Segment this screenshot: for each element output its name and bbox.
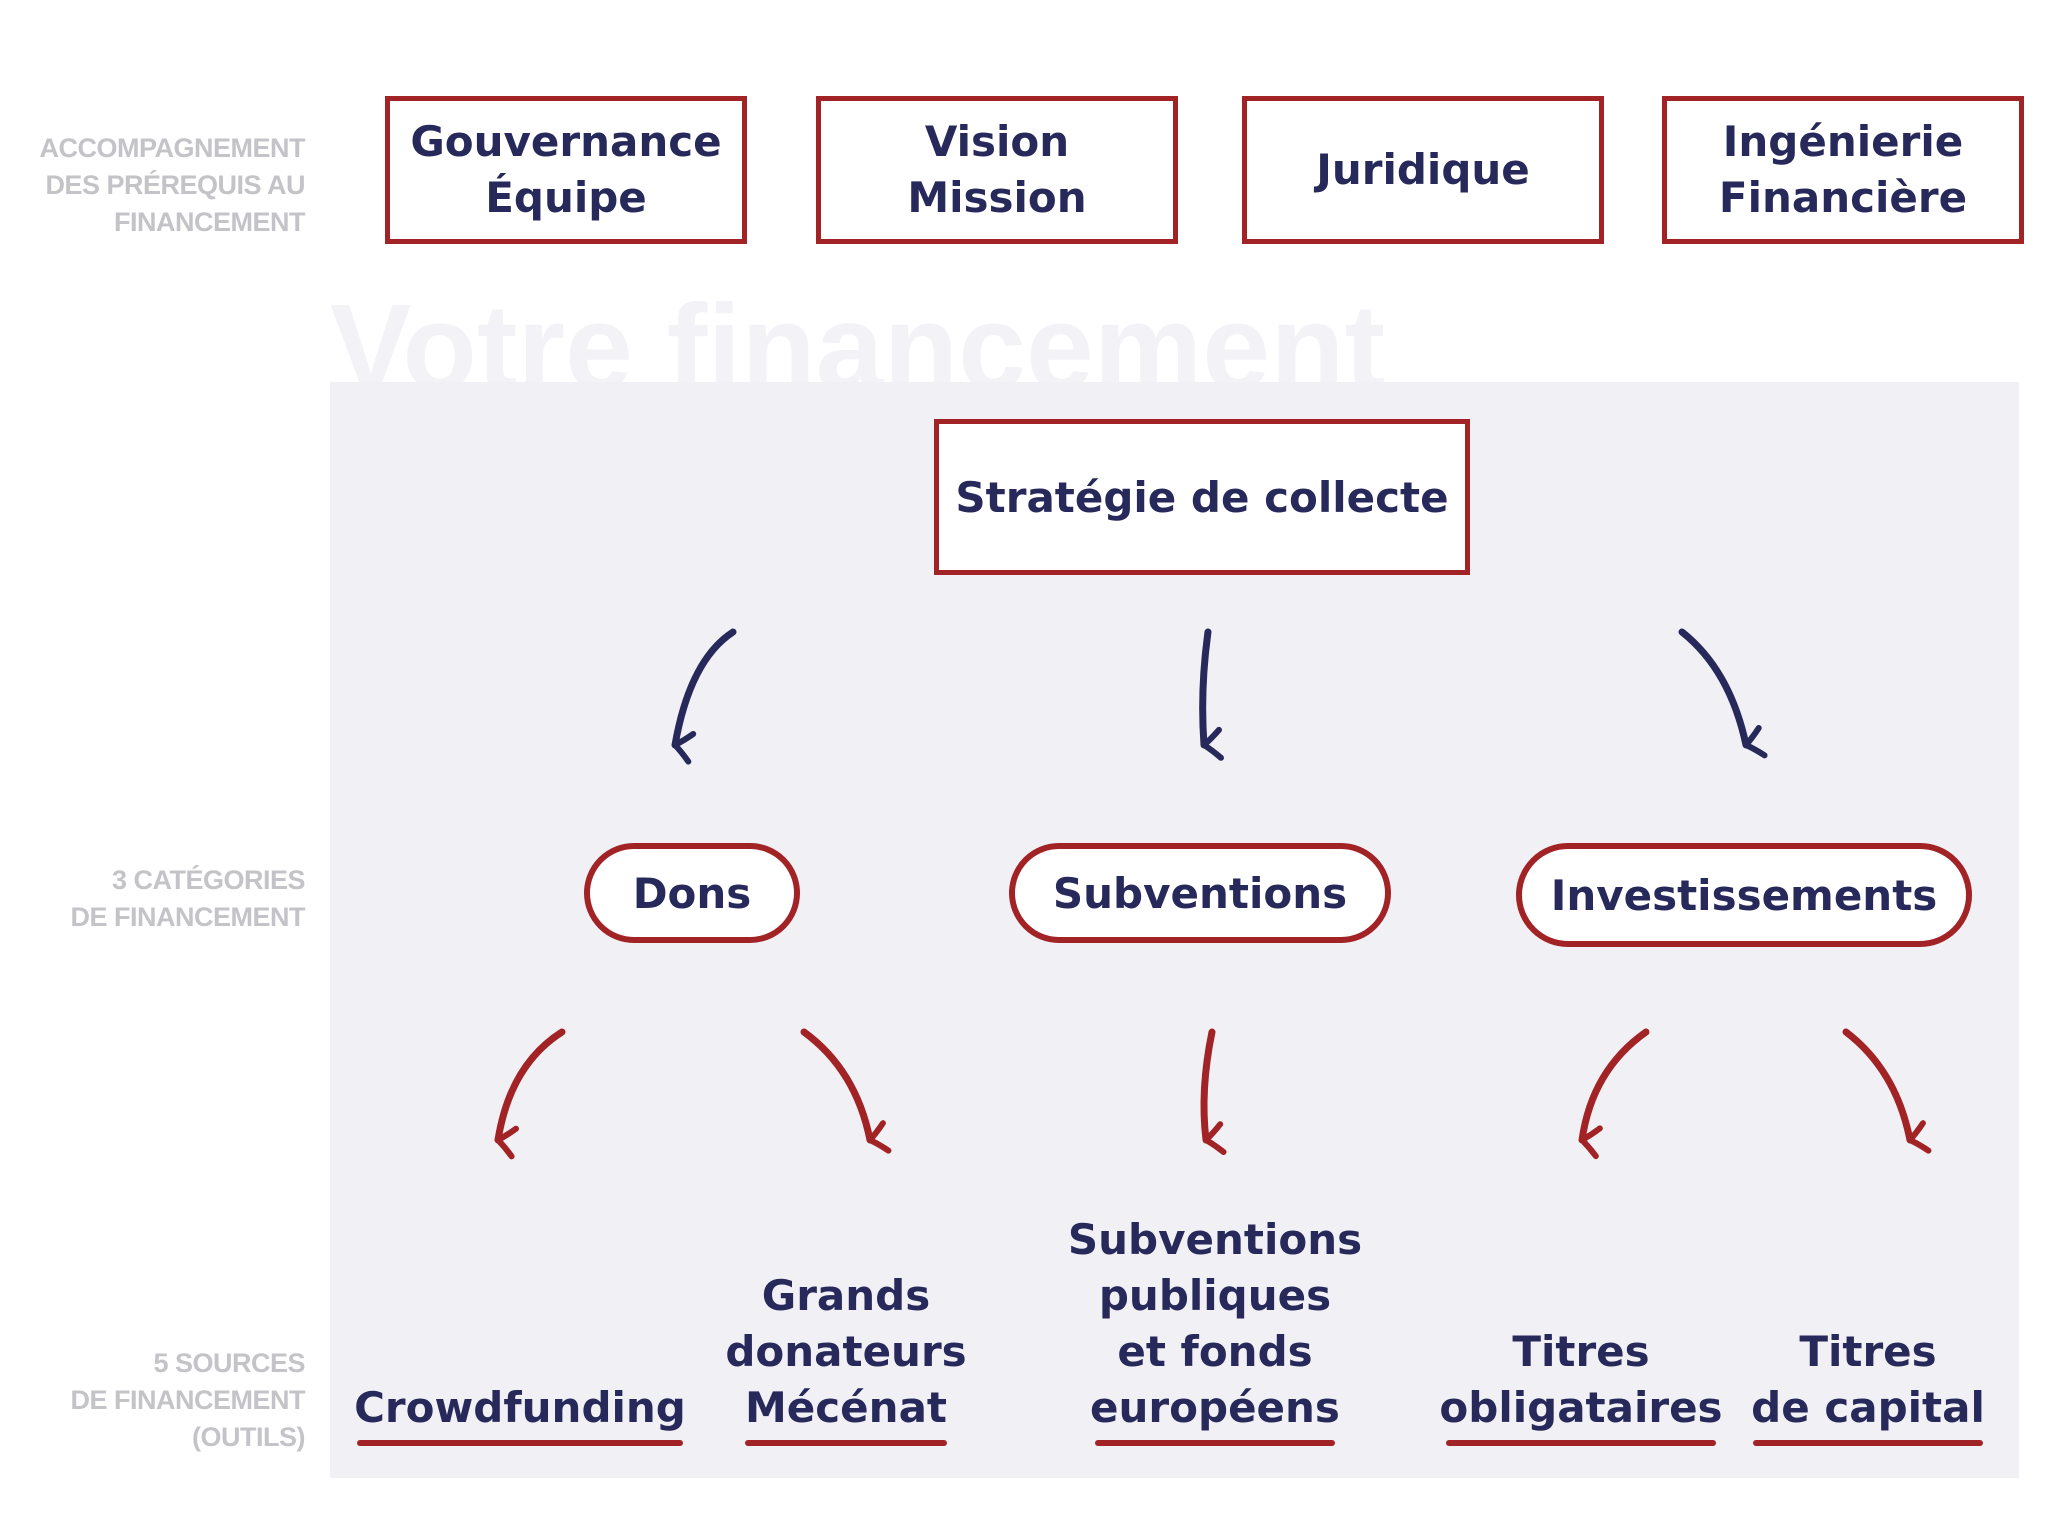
source-underline (1095, 1440, 1335, 1446)
prereq-box-governance: Gouvernance Équipe (385, 96, 747, 244)
prereq-box-financial-engineering: Ingénierie Financière (1662, 96, 2024, 244)
arrow-to-subventions (1199, 628, 1224, 761)
source-titres-capital: Titres de capital (1718, 1324, 2018, 1446)
source-titres-obligataires: Titres obligataires (1411, 1324, 1751, 1446)
source-label: Titres de capital (1751, 1327, 1985, 1432)
arrow-to-titres-obligataires (1578, 1028, 1650, 1160)
arrow-to-subventions-publiques (1200, 1028, 1227, 1155)
source-label: Titres obligataires (1439, 1327, 1723, 1432)
prereq-box-legal: Juridique (1242, 96, 1604, 244)
arrow-to-titres-capital (1842, 1028, 1932, 1154)
arrow-to-grands-donateurs (800, 1028, 892, 1154)
category-investissements: Investissements (1516, 843, 1972, 947)
arrow-to-dons (671, 628, 737, 765)
category-subventions: Subventions (1009, 843, 1391, 943)
categories-side-label: 3 CATÉGORIES DE FINANCEMENT (70, 865, 306, 932)
prereq-box-vision: Vision Mission (816, 96, 1178, 244)
source-grands-donateurs: Grands donateurs Mécénat (676, 1268, 1016, 1446)
category-dons: Dons (584, 843, 800, 943)
source-underline (745, 1440, 947, 1446)
source-label: Subventions publiques et fonds européens (1067, 1215, 1363, 1432)
source-underline (1446, 1440, 1716, 1446)
source-subventions-publiques: Subventions publiques et fonds européens (1045, 1212, 1385, 1446)
source-underline (357, 1440, 683, 1446)
sources-side-label: 5 SOURCES DE FINANCEMENT (OUTILS) (70, 1348, 306, 1452)
arrow-to-crowdfunding (494, 1028, 566, 1160)
prerequisites-side-label: ACCOMPAGNEMENT DES PRÉREQUIS AU FINANCEM… (39, 133, 306, 237)
source-crowdfunding: Crowdfunding (350, 1380, 690, 1446)
source-underline (1753, 1440, 1983, 1446)
source-label: Grands donateurs Mécénat (725, 1271, 967, 1432)
source-label: Crowdfunding (354, 1383, 686, 1432)
strategy-box: Stratégie de collecte (934, 419, 1470, 575)
arrow-to-investissements (1678, 628, 1768, 759)
